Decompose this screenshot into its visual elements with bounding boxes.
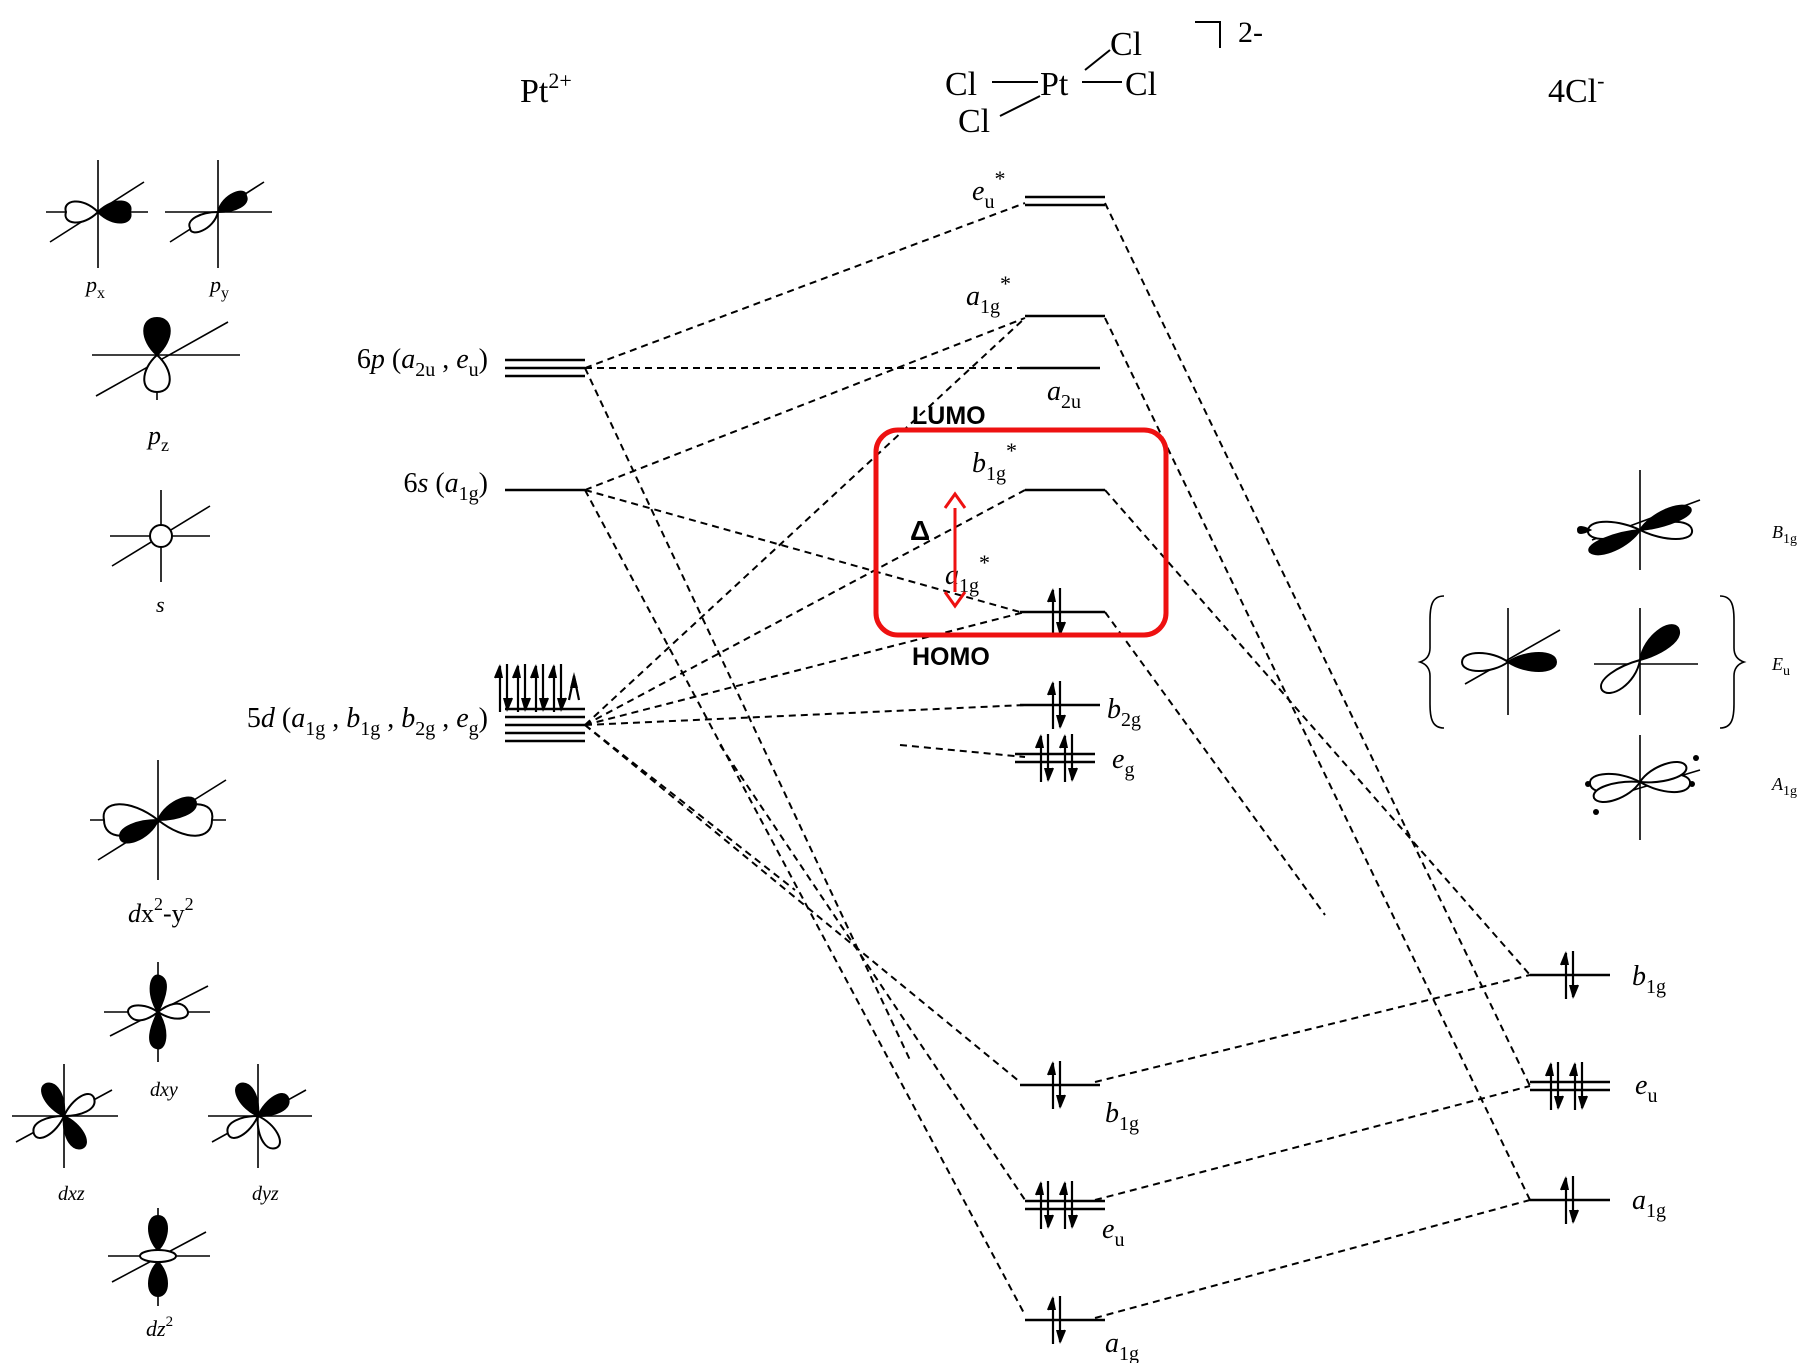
complex-cl-bottom: Cl	[958, 103, 990, 140]
label-eu-star: eu*	[972, 166, 1005, 213]
label-a1g-star-lower: a1g*	[945, 550, 990, 597]
complex-cl-top: Cl	[1110, 26, 1142, 63]
pz-label: pz	[146, 421, 169, 455]
dxz-orbital-icon	[12, 1064, 118, 1168]
complex-pt: Pt	[1040, 66, 1069, 103]
px-orbital-icon	[46, 160, 148, 268]
b1g-salc-icon	[1576, 470, 1701, 570]
d-electrons	[493, 662, 581, 714]
dx2-y2-orbital-icon	[90, 760, 227, 880]
lumo-label: LUMO	[912, 402, 986, 430]
dxy-label: dxy	[150, 1079, 178, 1101]
label-b1g: b1g	[1105, 1098, 1139, 1135]
label-b1g-star: b1g*	[972, 438, 1017, 485]
eu-salc-label: Eu	[1771, 654, 1790, 679]
py-label: py	[208, 272, 229, 302]
label-6s: 6s (a1g)	[403, 468, 488, 505]
b1g-salc-label: B1g	[1772, 522, 1797, 547]
px-label: px	[84, 272, 105, 302]
ligand-label-a1g: a1g	[1632, 1185, 1666, 1222]
label-eg: eg	[1112, 744, 1134, 781]
homo-lumo-highlight: LUMO HOMO Δ	[873, 402, 1169, 671]
level-6p	[505, 358, 585, 378]
complex-charge: 2-	[1238, 16, 1263, 49]
label-b2g: b2g	[1107, 694, 1141, 731]
complex-cl-left: Cl	[945, 66, 977, 103]
a1g-salc-icon	[1585, 735, 1701, 840]
dyz-label: dyz	[252, 1183, 279, 1205]
delta-label: Δ	[910, 515, 930, 546]
a1g-salc-label: A1g	[1771, 774, 1797, 799]
dz2-label: dz2	[146, 1314, 173, 1341]
ligand-levels: b1g eu a1g	[1530, 949, 1666, 1226]
ligand-column-title: 4Cl-	[1548, 68, 1604, 110]
label-eu: eu	[1102, 1214, 1124, 1251]
py-orbital-icon	[165, 160, 272, 268]
pz-orbital-icon	[92, 316, 240, 400]
label-a2u: a2u	[1047, 376, 1081, 413]
complex-levels: eu* a1g* a2u b1g* a1g* b2g eg b1g eu a1g	[945, 166, 1141, 1363]
label-5d: 5d (a1g , b1g , b2g , eg)	[247, 703, 488, 740]
metal-column-title: Pt2+	[520, 68, 572, 110]
correlation-lines	[584, 202, 1531, 1319]
complex-cl-right: Cl	[1125, 66, 1157, 103]
ligand-salc-sketches: B1g Eu A1g	[1417, 470, 1797, 840]
dz2-orbital-icon	[108, 1208, 210, 1306]
s-orbital-icon	[110, 490, 211, 582]
dx2-y2-label: dx2-y2	[128, 894, 194, 928]
dxy-orbital-icon	[104, 962, 210, 1062]
complex-structure: Cl Cl Pt Cl Cl 2-	[945, 16, 1263, 140]
dxz-label: dxz	[58, 1183, 85, 1205]
label-a1g: a1g	[1105, 1328, 1139, 1363]
level-5d	[505, 707, 585, 743]
eu-salc-icons	[1417, 595, 1747, 729]
metal-levels: 6p (a2u , eu) 6s (a1g) 5d (a1g , b1g , b…	[247, 344, 585, 743]
ligand-label-b1g: b1g	[1632, 961, 1666, 998]
s-label: s	[156, 592, 165, 617]
ligand-label-eu: eu	[1635, 1070, 1657, 1107]
label-a1g-star-upper: a1g*	[966, 271, 1011, 318]
highlight-box	[873, 427, 1169, 638]
dyz-orbital-icon	[208, 1064, 312, 1168]
metal-orbital-sketches: px py pz s	[12, 160, 312, 1341]
homo-label: HOMO	[912, 643, 990, 671]
label-6p: 6p (a2u , eu)	[357, 344, 488, 381]
